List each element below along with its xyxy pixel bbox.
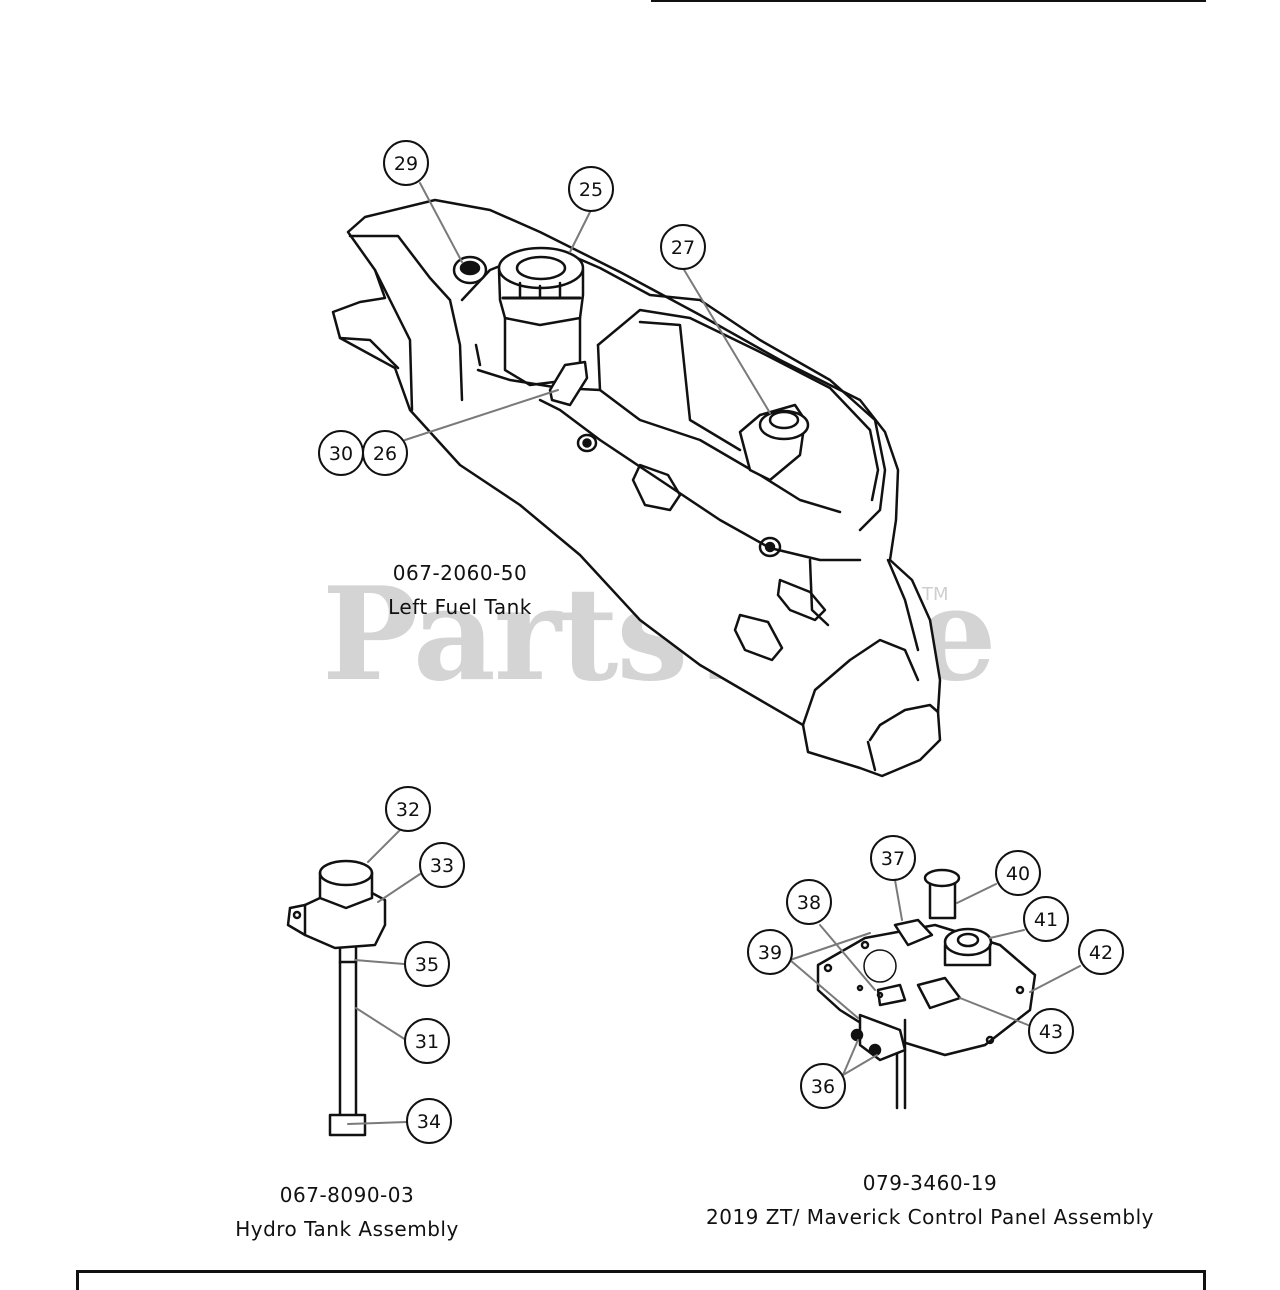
top-rule xyxy=(651,0,1206,2)
callout-circle xyxy=(800,1063,846,1109)
callout-29: 29 xyxy=(383,140,429,186)
callout-circle xyxy=(1023,896,1069,942)
bottom-frame xyxy=(76,1270,1206,1290)
callout-label: 26 xyxy=(373,443,397,465)
callout-32: 32 xyxy=(385,786,431,832)
control-panel-part-number: 079-3460-19 xyxy=(862,1171,998,1195)
callout-label: 32 xyxy=(396,799,420,821)
left-fuel-tank-part-number: 067-2060-50 xyxy=(392,561,528,585)
control-panel-drawing xyxy=(816,868,1037,1110)
callout-25: 25 xyxy=(568,166,614,212)
callout-30: 30 xyxy=(318,430,364,476)
hydro-tank-name: Hydro Tank Assembly xyxy=(235,1217,459,1241)
watermark-trademark: TM xyxy=(922,584,949,605)
callout-31: 31 xyxy=(404,1018,450,1064)
callout-38: 38 xyxy=(786,879,832,925)
left-fuel-tank-name: Left Fuel Tank xyxy=(388,595,532,619)
callout-layer: 29 25 27 30 26 32 33 35 31 34 37 40 38 41 39 42 43 36 xyxy=(318,140,1124,1144)
control-panel-caption: 079-3460-19 2019 ZT/ Maverick Control Pa… xyxy=(660,1166,1200,1234)
leader-lines xyxy=(347,182,1081,1125)
callout-label: 25 xyxy=(579,179,603,201)
callout-label: 37 xyxy=(881,848,905,870)
callout-43: 43 xyxy=(1028,1008,1074,1054)
callout-35: 35 xyxy=(404,941,450,987)
callout-label: 40 xyxy=(1006,863,1030,885)
callout-circle xyxy=(404,941,450,987)
hydro-tank-part-number: 067-8090-03 xyxy=(279,1183,415,1207)
callout-label: 38 xyxy=(797,892,821,914)
callout-label: 33 xyxy=(430,855,454,877)
callout-label: 43 xyxy=(1039,1021,1063,1043)
callout-circle xyxy=(406,1098,452,1144)
callout-label: 42 xyxy=(1089,942,1113,964)
callout-40: 40 xyxy=(995,850,1041,896)
callout-label: 31 xyxy=(415,1031,439,1053)
callout-36: 36 xyxy=(800,1063,846,1109)
callout-26: 26 xyxy=(362,430,408,476)
callout-circle xyxy=(419,842,465,888)
left-fuel-tank-caption: 067-2060-50 Left Fuel Tank xyxy=(300,556,620,624)
callout-42: 42 xyxy=(1078,929,1124,975)
callout-circle xyxy=(568,166,614,212)
callout-circle xyxy=(747,929,793,975)
callout-label: 29 xyxy=(394,153,418,175)
callout-33: 33 xyxy=(419,842,465,888)
callout-34: 34 xyxy=(406,1098,452,1144)
callout-circle xyxy=(786,879,832,925)
callout-41: 41 xyxy=(1023,896,1069,942)
callout-37: 37 xyxy=(870,835,916,881)
control-panel-name: 2019 ZT/ Maverick Control Panel Assembly xyxy=(706,1205,1154,1229)
callout-circle xyxy=(660,224,706,270)
callout-27: 27 xyxy=(660,224,706,270)
hydro-tank-caption: 067-8090-03 Hydro Tank Assembly xyxy=(197,1178,497,1246)
callout-circle xyxy=(995,850,1041,896)
callout-circle xyxy=(1028,1008,1074,1054)
callout-circle xyxy=(1078,929,1124,975)
callout-circle xyxy=(870,835,916,881)
left-fuel-tank-drawing xyxy=(331,198,942,778)
callout-label: 41 xyxy=(1034,909,1058,931)
callout-label: 34 xyxy=(417,1111,441,1133)
callout-label: 36 xyxy=(811,1076,835,1098)
callout-label: 39 xyxy=(758,942,782,964)
callout-label: 35 xyxy=(415,954,439,976)
callout-circle xyxy=(383,140,429,186)
callout-label: 27 xyxy=(671,237,695,259)
callout-circle xyxy=(385,786,431,832)
callout-label: 30 xyxy=(329,443,353,465)
hydro-tank-drawing xyxy=(286,859,387,1137)
callout-circle xyxy=(404,1018,450,1064)
callout-circle xyxy=(362,430,408,476)
callout-39: 39 xyxy=(747,929,793,975)
